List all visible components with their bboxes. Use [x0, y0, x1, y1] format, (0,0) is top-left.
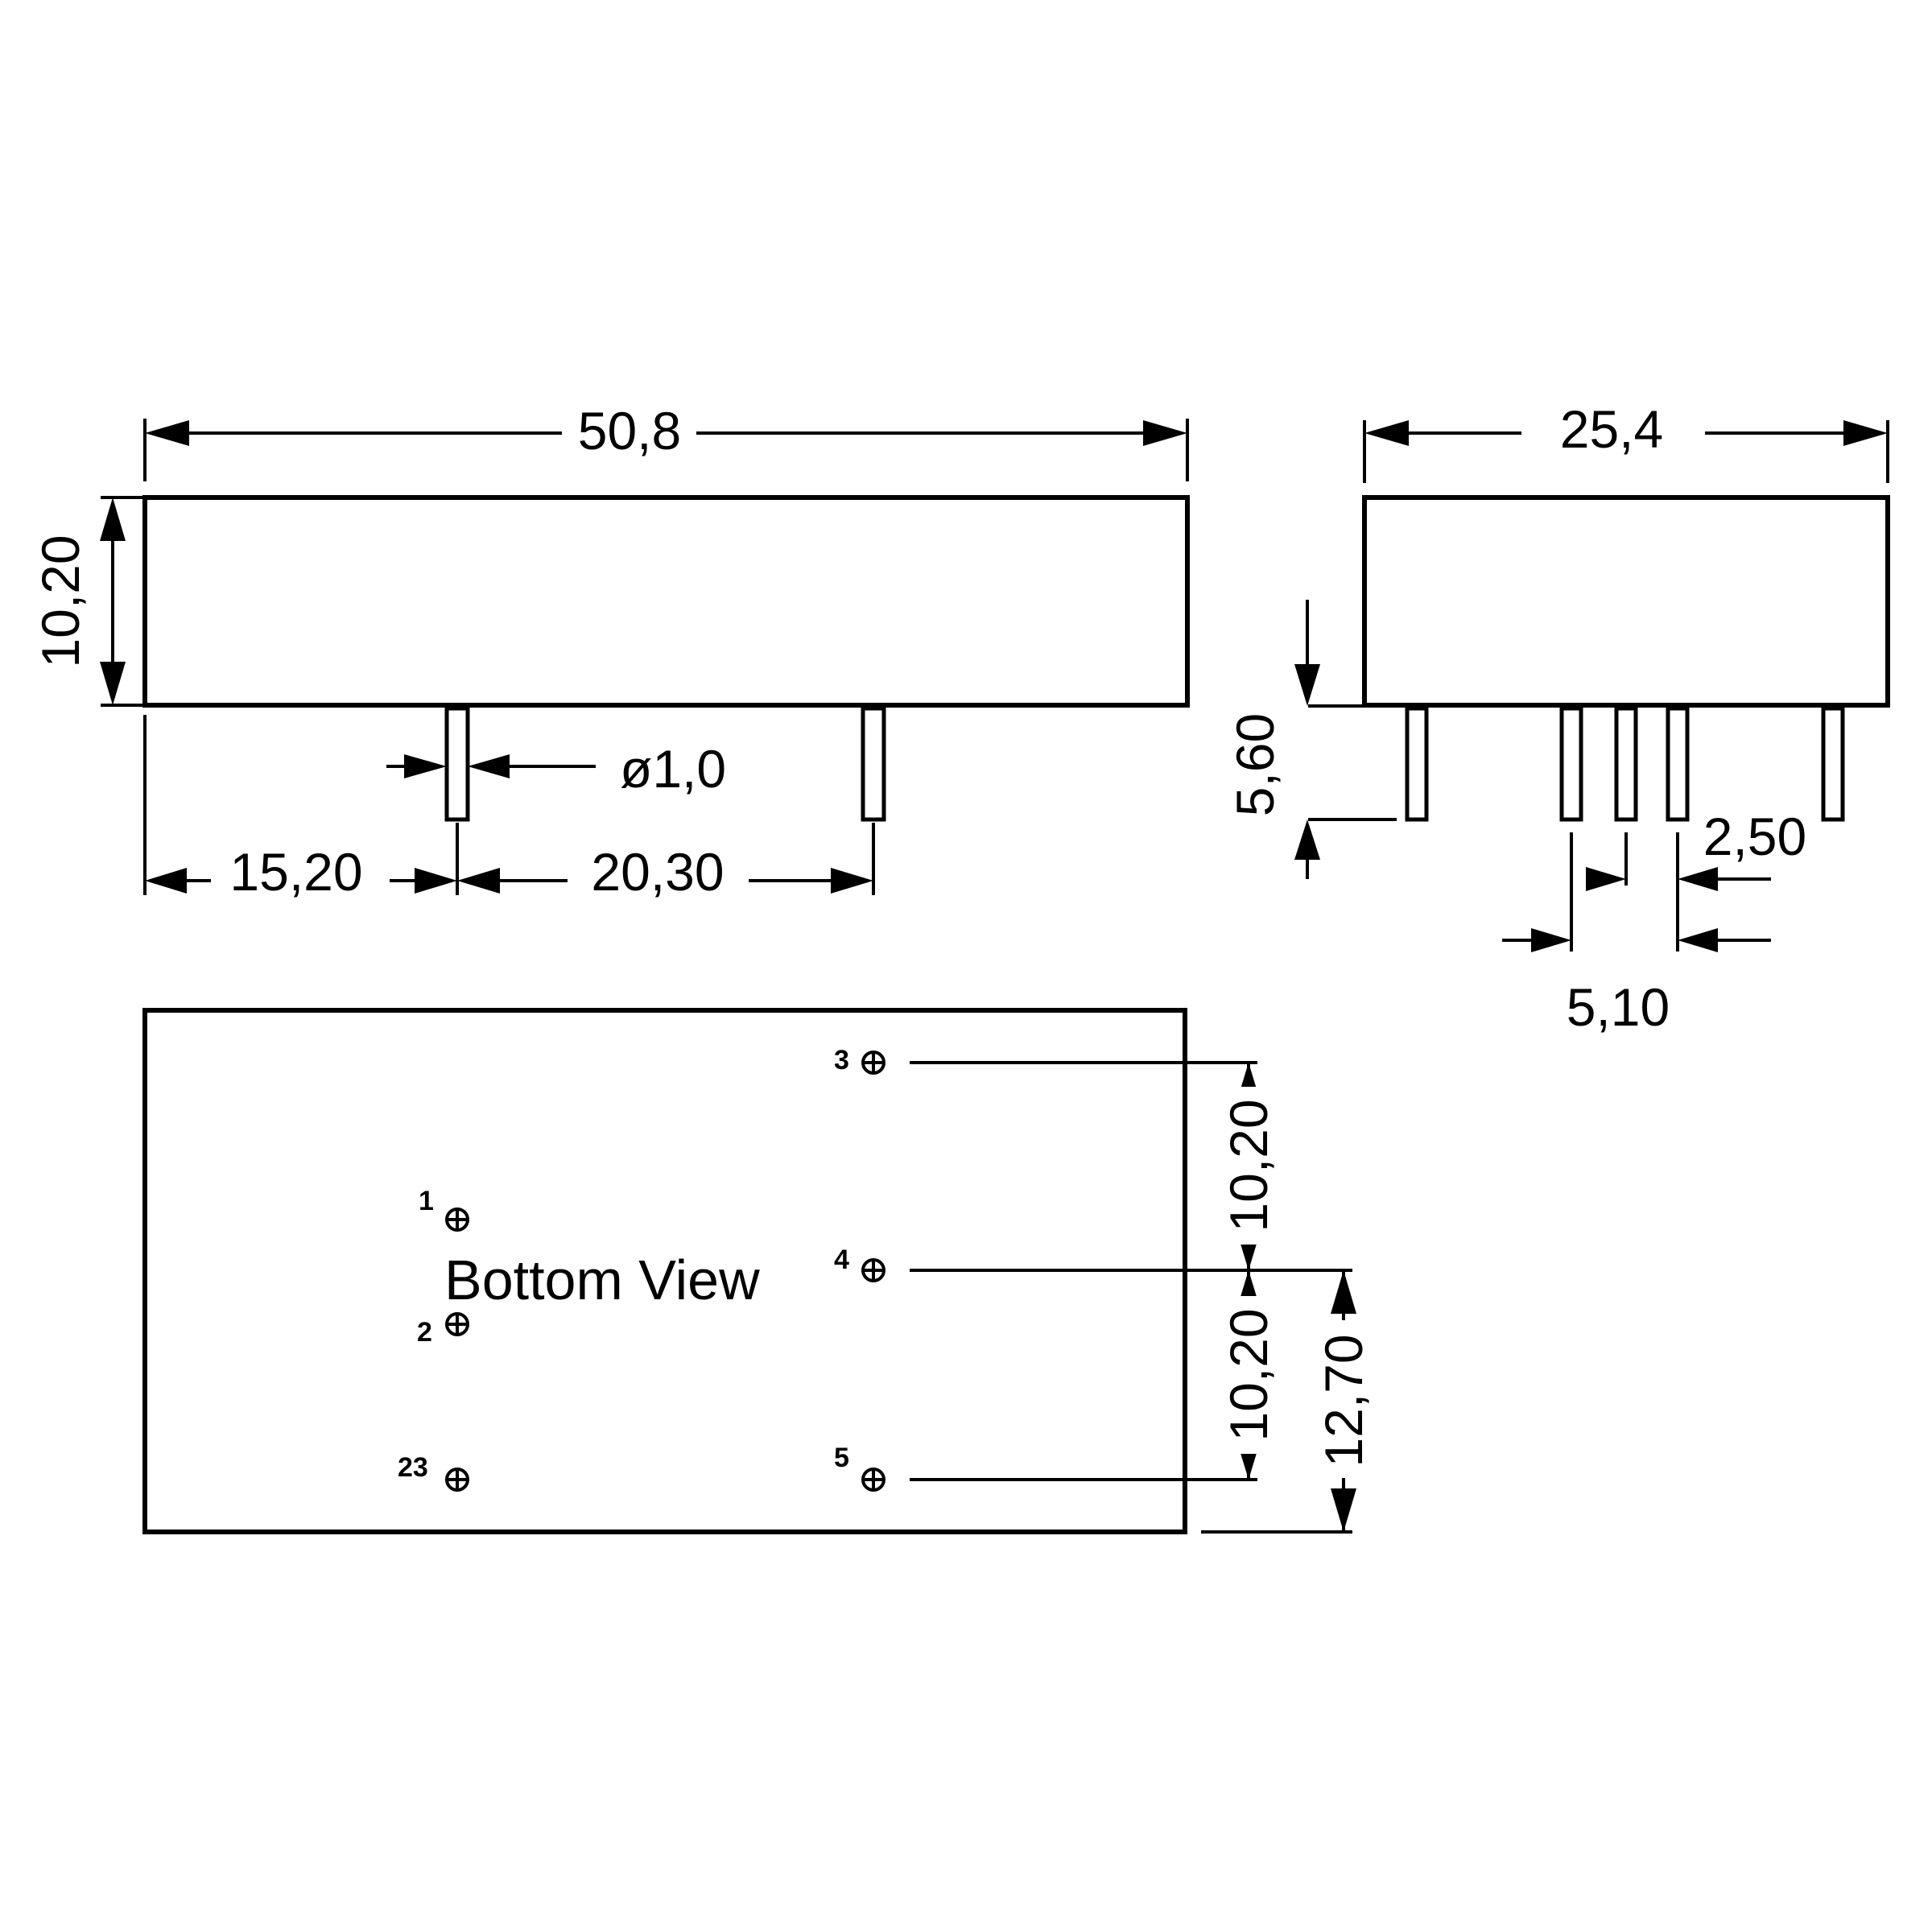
- arrow-height-top: [100, 497, 126, 541]
- arrow-diameter-left: [404, 754, 447, 778]
- arrow-edge-offset-bottom: [1331, 1488, 1356, 1532]
- arrow-pin-length-top: [1294, 664, 1320, 706]
- arrow-diameter-right: [468, 754, 510, 778]
- pin-hole-4: [861, 1258, 886, 1282]
- end-pin-2: [1559, 706, 1583, 822]
- arrow-pitch-double-left: [1531, 928, 1571, 952]
- side-pin-right: [861, 706, 886, 822]
- end-pin-5: [1821, 706, 1845, 822]
- end-body: [1362, 495, 1890, 708]
- label-bg-spacing-upper: [1222, 1087, 1275, 1245]
- pin-hole-1: [445, 1208, 469, 1232]
- arrow-pin1-offset-left: [145, 868, 187, 894]
- arrow-pitch-double-right: [1678, 928, 1718, 952]
- pin-number-2: 2: [417, 1317, 432, 1348]
- end-pin-4: [1666, 706, 1690, 822]
- dim-edge-offset-label: 12,70: [1314, 1334, 1373, 1467]
- dim-pin1-offset-label: 15,20: [229, 842, 362, 902]
- dim-height-label: 10,20: [31, 535, 90, 667]
- label-bg-spacing-lower: [1222, 1296, 1275, 1454]
- pin-number-4: 4: [834, 1245, 849, 1275]
- arrow-length-left: [145, 420, 189, 446]
- dim-pitch-double-label: 5,10: [1567, 977, 1670, 1037]
- arrow-end-width-left: [1364, 420, 1409, 446]
- arrow-edge-offset-top: [1331, 1270, 1356, 1314]
- end-pin-3: [1614, 706, 1638, 822]
- arrow-length-right: [1143, 420, 1187, 446]
- arrow-height-bottom: [100, 662, 126, 705]
- side-view: 50,8 10,20 ø1,0 15,20 20,30: [31, 401, 1190, 902]
- dim-pin-length-label: 5,60: [1225, 713, 1285, 816]
- side-body: [142, 495, 1190, 708]
- dim-row-spacing-label: 20,30: [591, 842, 724, 902]
- arrow-end-width-right: [1843, 420, 1888, 446]
- arrow-pin1-offset-right: [415, 868, 457, 894]
- arrow-pitch-left: [1586, 867, 1626, 891]
- arrow-row-spacing-left: [457, 868, 500, 894]
- pin-number-5: 5: [834, 1443, 849, 1473]
- label-bg-edge-offset: [1317, 1320, 1370, 1478]
- pin-hole-5: [861, 1468, 886, 1492]
- bottom-view: Bottom View 1 2 3 4: [142, 1008, 1373, 1534]
- pin-hole-3: [861, 1051, 886, 1075]
- pin-number-3: 3: [834, 1045, 849, 1075]
- side-pin-left: [444, 706, 470, 822]
- dim-length-label: 50,8: [578, 401, 681, 460]
- arrow-pin-length-bottom: [1294, 819, 1320, 860]
- pin-hole-2: [445, 1312, 469, 1336]
- dim-spacing-upper-label: 10,20: [1219, 1099, 1278, 1232]
- pin-number-23: 23: [398, 1452, 428, 1483]
- dim-end-width-label: 25,4: [1560, 399, 1663, 459]
- arrow-row-spacing-right: [831, 868, 873, 894]
- bottom-view-label: Bottom View: [444, 1249, 760, 1311]
- pin-number-1: 1: [419, 1186, 434, 1216]
- dim-diameter-label: ø1,0: [620, 739, 726, 799]
- end-pin-1: [1405, 706, 1429, 822]
- dim-pitch-label: 2,50: [1703, 807, 1806, 866]
- dim-spacing-lower-label: 10,20: [1219, 1308, 1278, 1441]
- pin-hole-23: [445, 1468, 469, 1492]
- arrow-pitch-right: [1678, 867, 1718, 891]
- end-view: 25,4 5,60 2,50 5,10: [1225, 399, 1890, 1037]
